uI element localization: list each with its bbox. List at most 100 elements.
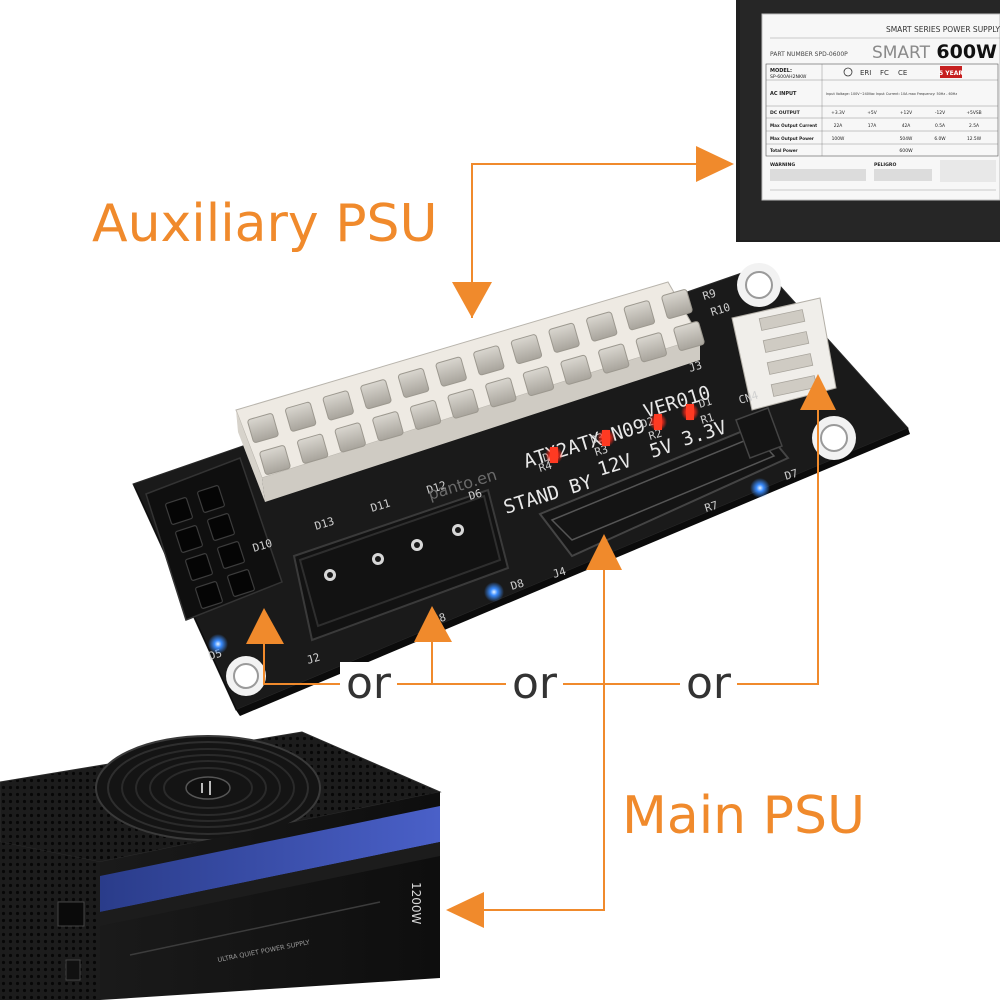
aux-psu-power: 504W xyxy=(900,136,913,142)
eps-pin xyxy=(197,485,225,513)
connector-pin xyxy=(623,300,655,331)
five-year-badge-icon xyxy=(940,66,962,78)
or-label-1: or xyxy=(340,662,398,706)
connector-pin xyxy=(285,401,317,432)
connector-pin xyxy=(598,343,630,374)
aux-psu-power: 6.0W xyxy=(934,136,946,142)
sata-connector xyxy=(538,407,790,558)
arrow-main-psu-line xyxy=(480,570,605,911)
connector-pin xyxy=(259,445,291,475)
aux-psu-peligro: PELIGRO xyxy=(874,162,896,168)
aux-psu-model-value: SP-600AH2NKW xyxy=(770,74,807,80)
aux-psu-current: 22A xyxy=(834,123,843,129)
svg-text:FC: FC xyxy=(880,69,889,77)
connector-pin xyxy=(435,356,467,387)
aux-psu-series: SMART SERIES POWER SUPPLY xyxy=(886,25,1000,34)
aux-psu-rail: +12V xyxy=(900,110,912,116)
auxiliary-psu-label: Auxiliary PSU xyxy=(92,194,438,254)
aux-psu-power: 12.5W xyxy=(967,136,982,142)
arrow-head-molex-icon xyxy=(414,606,452,642)
eps-8pin-connector xyxy=(145,457,283,621)
aux-psu-rail: +5VSB xyxy=(966,110,981,116)
designator-label: D1 xyxy=(697,395,713,411)
arrow-head-aux-connector-icon xyxy=(452,282,492,318)
arrow-head-eps-icon xyxy=(246,608,284,644)
arrow-head-sata-icon xyxy=(586,534,622,570)
cert-mark-icon xyxy=(843,67,853,77)
fan-icon xyxy=(95,735,321,841)
main-psu-image: 1200W ULTRA QUIET POWER SUPPLY xyxy=(0,731,442,1000)
atx-24pin-connector xyxy=(235,281,705,502)
connector-pin xyxy=(673,321,705,351)
floppy-4pin-connector xyxy=(731,297,837,411)
designator-label: J2 xyxy=(305,651,321,667)
eps-pin xyxy=(175,525,203,553)
designator-label: D10 xyxy=(251,537,274,555)
aux-psu-current: 0.5A xyxy=(935,123,945,129)
main-psu-wattage: 1200W xyxy=(409,882,423,925)
auxiliary-psu-image: SMART SERIES POWER SUPPLY PART NUMBER SP… xyxy=(736,0,1000,242)
connector-pin xyxy=(409,400,442,430)
aux-psu-power: 100W xyxy=(832,136,845,142)
designator-label: R7 xyxy=(703,499,719,515)
aux-psu-ac-input-value: Input Voltage: 100V~240Vac Input Current… xyxy=(826,92,957,96)
red-led-icon xyxy=(545,403,699,464)
aux-psu-dc-output: DC OUTPUT xyxy=(770,110,801,116)
arrow-head-main-psu-icon xyxy=(446,892,484,928)
designator-label: D12 xyxy=(425,479,448,497)
arrow-head-aux-psu-icon xyxy=(696,146,734,182)
connector-pin xyxy=(522,366,555,396)
aux-psu-wattage: 600W xyxy=(936,41,997,63)
aux-psu-model-label: MODEL: xyxy=(770,68,792,74)
aux-psu-max-power: Max Output Power xyxy=(770,136,815,141)
blue-led-icon xyxy=(208,478,770,654)
connector-pin xyxy=(586,311,618,342)
connector-pin xyxy=(360,379,392,410)
eps-pin xyxy=(165,497,193,525)
connector-pin xyxy=(473,345,505,376)
power-socket-icon xyxy=(57,901,85,927)
power-switch-icon xyxy=(65,959,81,981)
connector-pin xyxy=(447,388,479,419)
designator-label: D6 xyxy=(467,487,483,503)
connector-pin xyxy=(560,354,592,385)
aux-psu-total-value: 600W xyxy=(899,148,913,154)
connector-pin xyxy=(334,422,366,453)
designator-label: D11 xyxy=(369,497,392,515)
eps-pin xyxy=(217,541,245,569)
designator-label: CN4 xyxy=(737,389,760,407)
aux-psu-current: 42A xyxy=(902,123,911,129)
connector-pin xyxy=(661,289,693,319)
connector-pin xyxy=(548,322,580,353)
arrow-icon xyxy=(246,146,836,928)
eps-pin xyxy=(185,553,213,581)
aux-psu-current: 17A xyxy=(868,123,877,129)
eps-pin xyxy=(207,513,235,541)
designator-label: J4 xyxy=(551,564,568,580)
eps-pin xyxy=(227,569,255,597)
aux-psu-part-number: PART NUMBER SPD-0600P xyxy=(770,51,848,58)
designator-label: R1 xyxy=(699,411,715,427)
or-label-3: or xyxy=(680,662,738,706)
eps-pin xyxy=(195,581,223,609)
designator-label: R9 xyxy=(701,287,717,303)
designator-label: D8 xyxy=(509,577,525,593)
connector-pin xyxy=(247,413,279,443)
designator-label: J3 xyxy=(687,359,703,375)
connector-pin xyxy=(397,368,430,398)
svg-text:CE: CE xyxy=(898,69,907,77)
aux-psu-max-current: Max Output Current xyxy=(770,123,817,128)
designator-label: R10 xyxy=(709,301,732,319)
aux-psu-five-year: 5 YEAR xyxy=(939,70,963,77)
svg-text:ERI: ERI xyxy=(860,69,871,77)
designator-label: D13 xyxy=(313,515,336,533)
connector-pin xyxy=(322,390,354,421)
aux-psu-current: 2.5A xyxy=(969,123,979,129)
connector-pin xyxy=(297,433,329,464)
designator-label: D7 xyxy=(783,467,799,483)
molex-connector xyxy=(292,488,510,642)
aux-psu-rail: +5V xyxy=(867,110,876,116)
arrow-aux-psu-line xyxy=(471,163,700,318)
